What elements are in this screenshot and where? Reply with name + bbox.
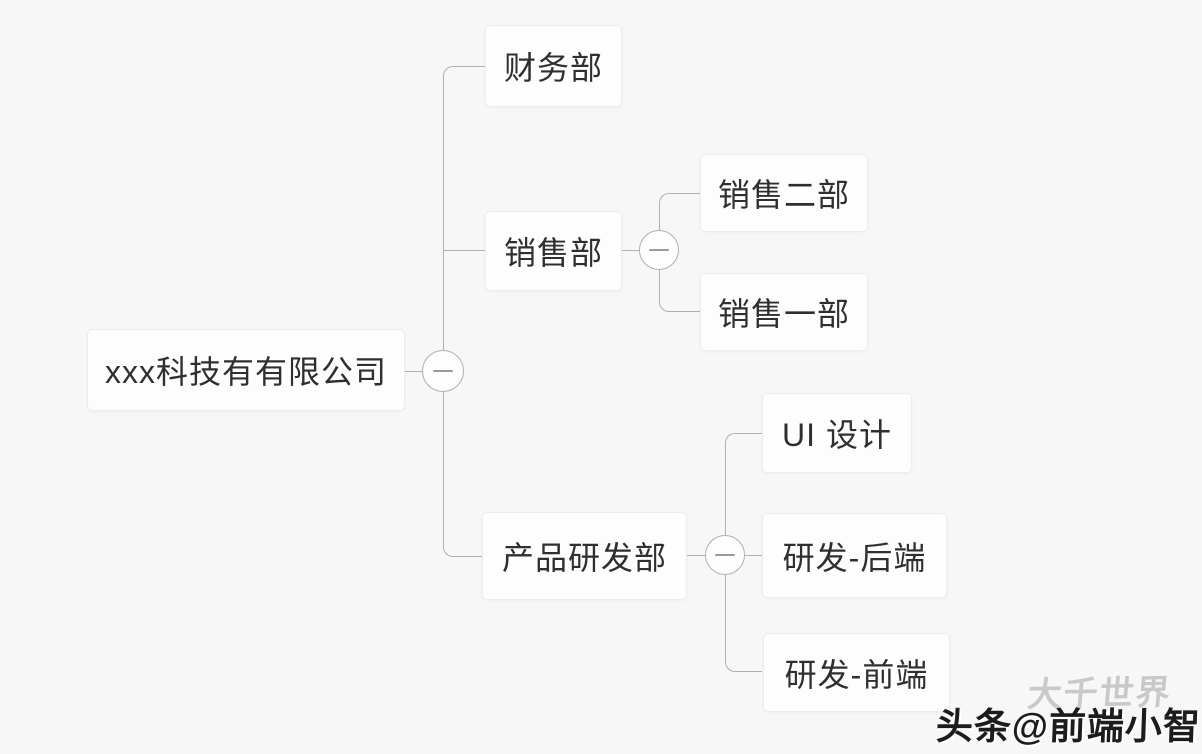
minus-icon <box>649 249 669 251</box>
node-rd-frontend[interactable]: 研发-前端 <box>763 633 950 712</box>
node-rd-backend[interactable]: 研发-后端 <box>762 513 947 598</box>
node-ui-design[interactable]: UI 设计 <box>762 393 912 473</box>
node-root-company[interactable]: xxx科技有有限公司 <box>87 329 405 411</box>
collapse-button-root[interactable] <box>422 350 464 392</box>
connector-rd-to-backend <box>745 555 762 556</box>
watermark-foreground-text: 头条@前端小智 <box>935 706 1202 747</box>
connector-rd-to-ui <box>725 433 762 535</box>
minus-icon <box>433 370 453 372</box>
connector-root-to-rd <box>443 392 482 557</box>
connector-rd-to-frontend <box>725 574 762 672</box>
connector-sales-to-sales2 <box>659 193 700 230</box>
node-frontend-label: 研发-前端 <box>784 656 929 693</box>
node-sales1-label: 销售一部 <box>717 296 850 332</box>
node-sales2-label: 销售二部 <box>717 177 850 213</box>
minus-icon <box>715 554 735 556</box>
collapse-button-sales[interactable] <box>639 230 679 270</box>
node-sales-label: 销售部 <box>503 235 603 271</box>
connector-sales-to-sales1 <box>659 270 700 312</box>
node-backend-label: 研发-后端 <box>782 539 927 576</box>
node-product-rd-dept[interactable]: 产品研发部 <box>482 512 687 600</box>
collapse-button-rd[interactable] <box>705 535 745 575</box>
connector-root-to-finance <box>443 66 485 350</box>
node-sales-dept-2[interactable]: 销售二部 <box>700 154 868 232</box>
connector-root-to-collapse <box>405 371 422 372</box>
node-rd-label: 产品研发部 <box>501 540 667 576</box>
node-sales-dept[interactable]: 销售部 <box>485 211 622 291</box>
node-sales-dept-1[interactable]: 销售一部 <box>700 273 868 351</box>
node-ui-label: UI 设计 <box>782 417 892 453</box>
node-finance-dept[interactable]: 财务部 <box>485 25 622 107</box>
connector-sales-to-collapse <box>622 250 639 251</box>
node-finance-label: 财务部 <box>503 50 603 86</box>
connector-root-to-sales <box>443 250 485 251</box>
node-root-label: xxx科技有有限公司 <box>104 354 387 390</box>
connector-rd-to-collapse <box>687 555 705 556</box>
